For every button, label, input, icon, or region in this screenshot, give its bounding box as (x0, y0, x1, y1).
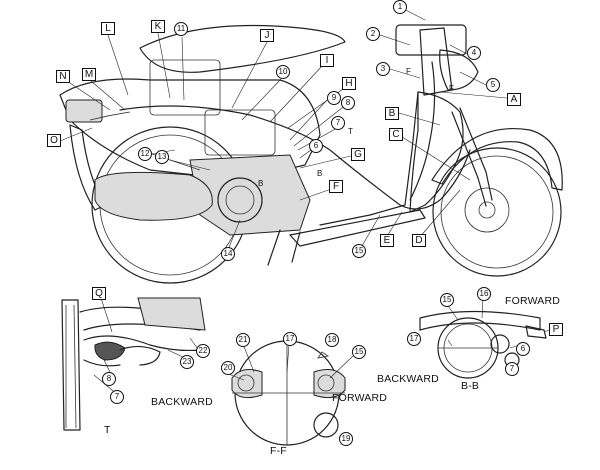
label-box-A: A (507, 93, 521, 106)
label-circle-6-bb: 6 (516, 342, 530, 356)
label-circle-11: 11 (174, 22, 188, 36)
floorboard (289, 209, 426, 247)
label-box-M: M (82, 68, 96, 81)
label-circle-17-ff: 17 (283, 332, 297, 346)
rear-body (59, 78, 321, 181)
label-circle-7: 7 (331, 116, 345, 130)
label-backward-bb: BACKWARD (377, 373, 439, 385)
label-t-detail: T (104, 424, 111, 436)
label-box-C: C (389, 128, 403, 141)
label-box-N: N (56, 70, 70, 83)
label-t-main: T (348, 127, 353, 136)
label-circle-1: 1 (393, 0, 407, 14)
label-box-B: B (385, 107, 399, 120)
label-forward-bb: FORWARD (505, 295, 561, 307)
muffler (94, 171, 213, 221)
label-box-O: O (47, 134, 61, 147)
center-stand (267, 229, 301, 266)
headlight (439, 49, 479, 91)
frame-tube (319, 91, 419, 226)
front-wheel (432, 147, 562, 277)
label-circle-3: 3 (376, 62, 390, 76)
label-circle-9: 9 (327, 91, 341, 105)
label-circle-8: 8 (341, 96, 355, 110)
wire-harness-rear (89, 111, 201, 171)
label-circle-15-bb: 15 (440, 293, 454, 307)
label-circle-13: 13 (155, 150, 169, 164)
label-circle-23: 23 (180, 355, 194, 369)
label-circle-22: 22 (196, 344, 210, 358)
seat (139, 24, 346, 73)
section-bb-view (419, 296, 550, 379)
taillight (65, 99, 103, 123)
front-fork (451, 107, 493, 207)
label-circle-2: 2 (366, 27, 380, 41)
label-circle-7-bb: 7 (505, 362, 519, 376)
handlebar-cluster (395, 24, 467, 56)
label-forward-ff: FORWARD (332, 392, 388, 404)
label-box-H: H (342, 77, 356, 90)
label-circle-16: 16 (477, 287, 491, 301)
label-b-main-left: B (258, 179, 264, 188)
label-backward-ff: BACKWARD (151, 396, 213, 408)
label-f-main-right: F (449, 84, 454, 93)
label-circle-14: 14 (221, 247, 235, 261)
engine (189, 109, 311, 236)
label-circle-15-ff: 15 (352, 345, 366, 359)
label-box-L: L (101, 22, 115, 35)
label-box-P: P (549, 323, 563, 336)
label-box-E: E (380, 234, 394, 247)
label-circle-4: 4 (467, 46, 481, 60)
label-box-G: G (351, 148, 365, 161)
label-section-bb: B-B (461, 380, 480, 392)
label-box-D: D (412, 234, 426, 247)
label-circle-7-t: 7 (110, 390, 124, 404)
label-b-main-right: B (317, 169, 323, 178)
label-box-K: K (151, 20, 165, 33)
label-circle-5: 5 (486, 78, 500, 92)
label-circle-21: 21 (236, 333, 250, 347)
label-circle-19: 19 (339, 432, 353, 446)
label-circle-6: 6 (309, 139, 323, 153)
label-box-J: J (260, 29, 274, 42)
label-box-Q: Q (92, 287, 106, 300)
label-circle-8-t: 8 (102, 372, 116, 386)
label-circle-18: 18 (325, 333, 339, 347)
label-section-ff: F-F (270, 445, 287, 457)
label-circle-15: 15 (352, 244, 366, 258)
wire-harness-main (119, 105, 471, 210)
label-f-main-left: F (406, 67, 411, 76)
storage-box (149, 59, 221, 116)
leg-shield (409, 91, 464, 213)
leader-lines (59, 6, 508, 252)
label-circle-20: 20 (221, 361, 235, 375)
steering-column (419, 27, 453, 96)
label-box-I: I (320, 54, 334, 67)
label-circle-17-bb: 17 (407, 332, 421, 346)
scooter-main-view (59, 24, 563, 284)
detail-t-view (61, 294, 206, 431)
front-fender (431, 128, 563, 191)
label-circle-12: 12 (138, 147, 152, 161)
wire-harness-front (409, 61, 436, 201)
label-box-F: F (329, 180, 343, 193)
label-circle-10: 10 (276, 65, 290, 79)
